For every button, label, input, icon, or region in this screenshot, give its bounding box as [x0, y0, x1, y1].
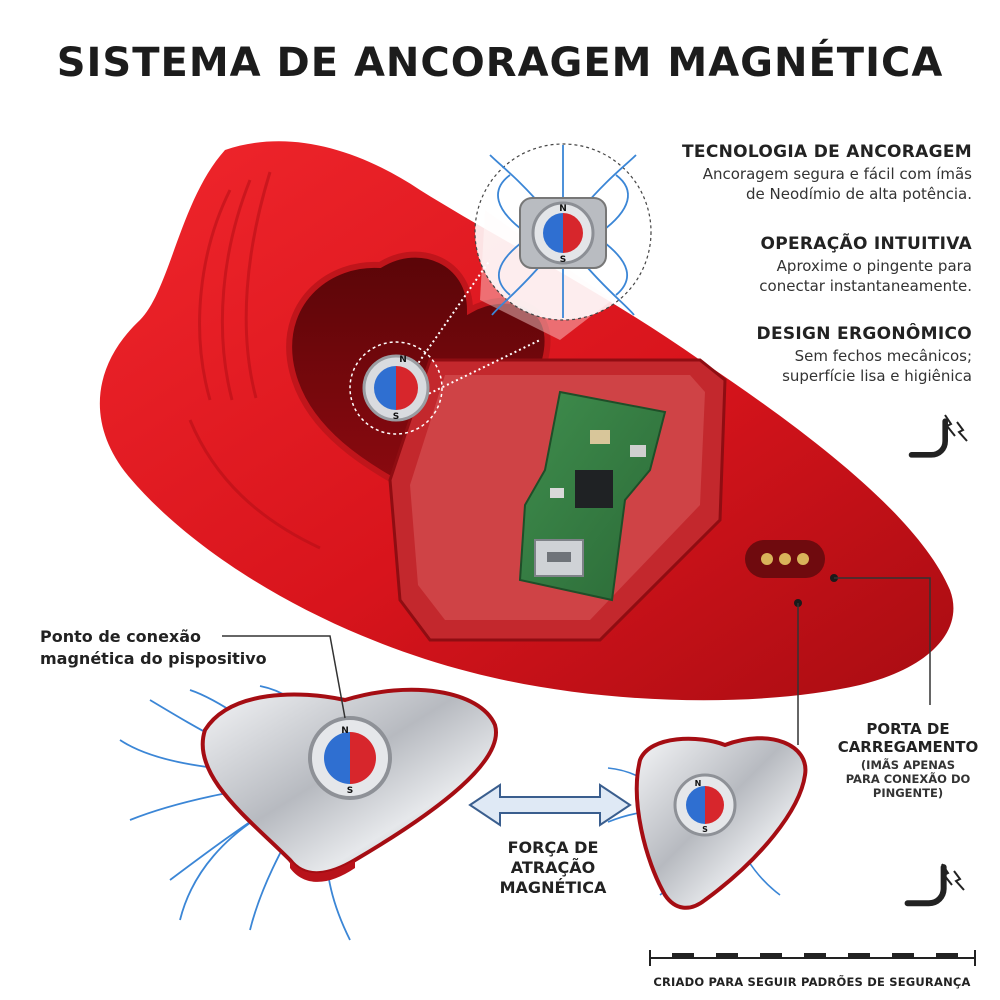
feature-heading: TECNOLOGIA DE ANCORAGEM	[682, 142, 972, 162]
feature-heading: DESIGN ERGONÔMICO	[756, 324, 972, 344]
feature-intuitive: OPERAÇÃO INTUITIVA Aproxime o pingente p…	[642, 234, 972, 296]
surface-ripples	[188, 171, 321, 550]
pole-s-label: S	[393, 412, 399, 422]
pole-n-label: N	[559, 204, 567, 214]
pole-s-label: S	[347, 786, 353, 796]
pole-n-label: N	[341, 726, 349, 736]
feature-anchoring: TECNOLOGIA DE ANCORAGEM Ancoragem segura…	[642, 142, 972, 204]
feature-ergonomic: DESIGN ERGONÔMICO Sem fechos mecânicos;s…	[642, 324, 972, 386]
pole-s-label: S	[560, 255, 566, 265]
scale-bar	[649, 950, 976, 966]
pole-n-label: N	[695, 779, 702, 788]
chip	[575, 470, 613, 508]
feature-heading: OPERAÇÃO INTUITIVA	[760, 234, 972, 254]
double-arrow-icon	[468, 783, 632, 827]
pole-s-label: S	[702, 825, 708, 834]
page-title: SISTEMA DE ANCORAGEM MAGNÉTICA	[56, 40, 944, 86]
footer-safety-text: CRIADO PARA SEGUIR PADRÕES DE SEGURANÇA	[653, 975, 971, 989]
feature-text: Sem fechos mecânicos;superfície lisa e h…	[782, 347, 972, 385]
magnet-icon	[908, 414, 968, 458]
magnet-icon	[904, 863, 965, 907]
pole-n-label: N	[399, 355, 407, 365]
